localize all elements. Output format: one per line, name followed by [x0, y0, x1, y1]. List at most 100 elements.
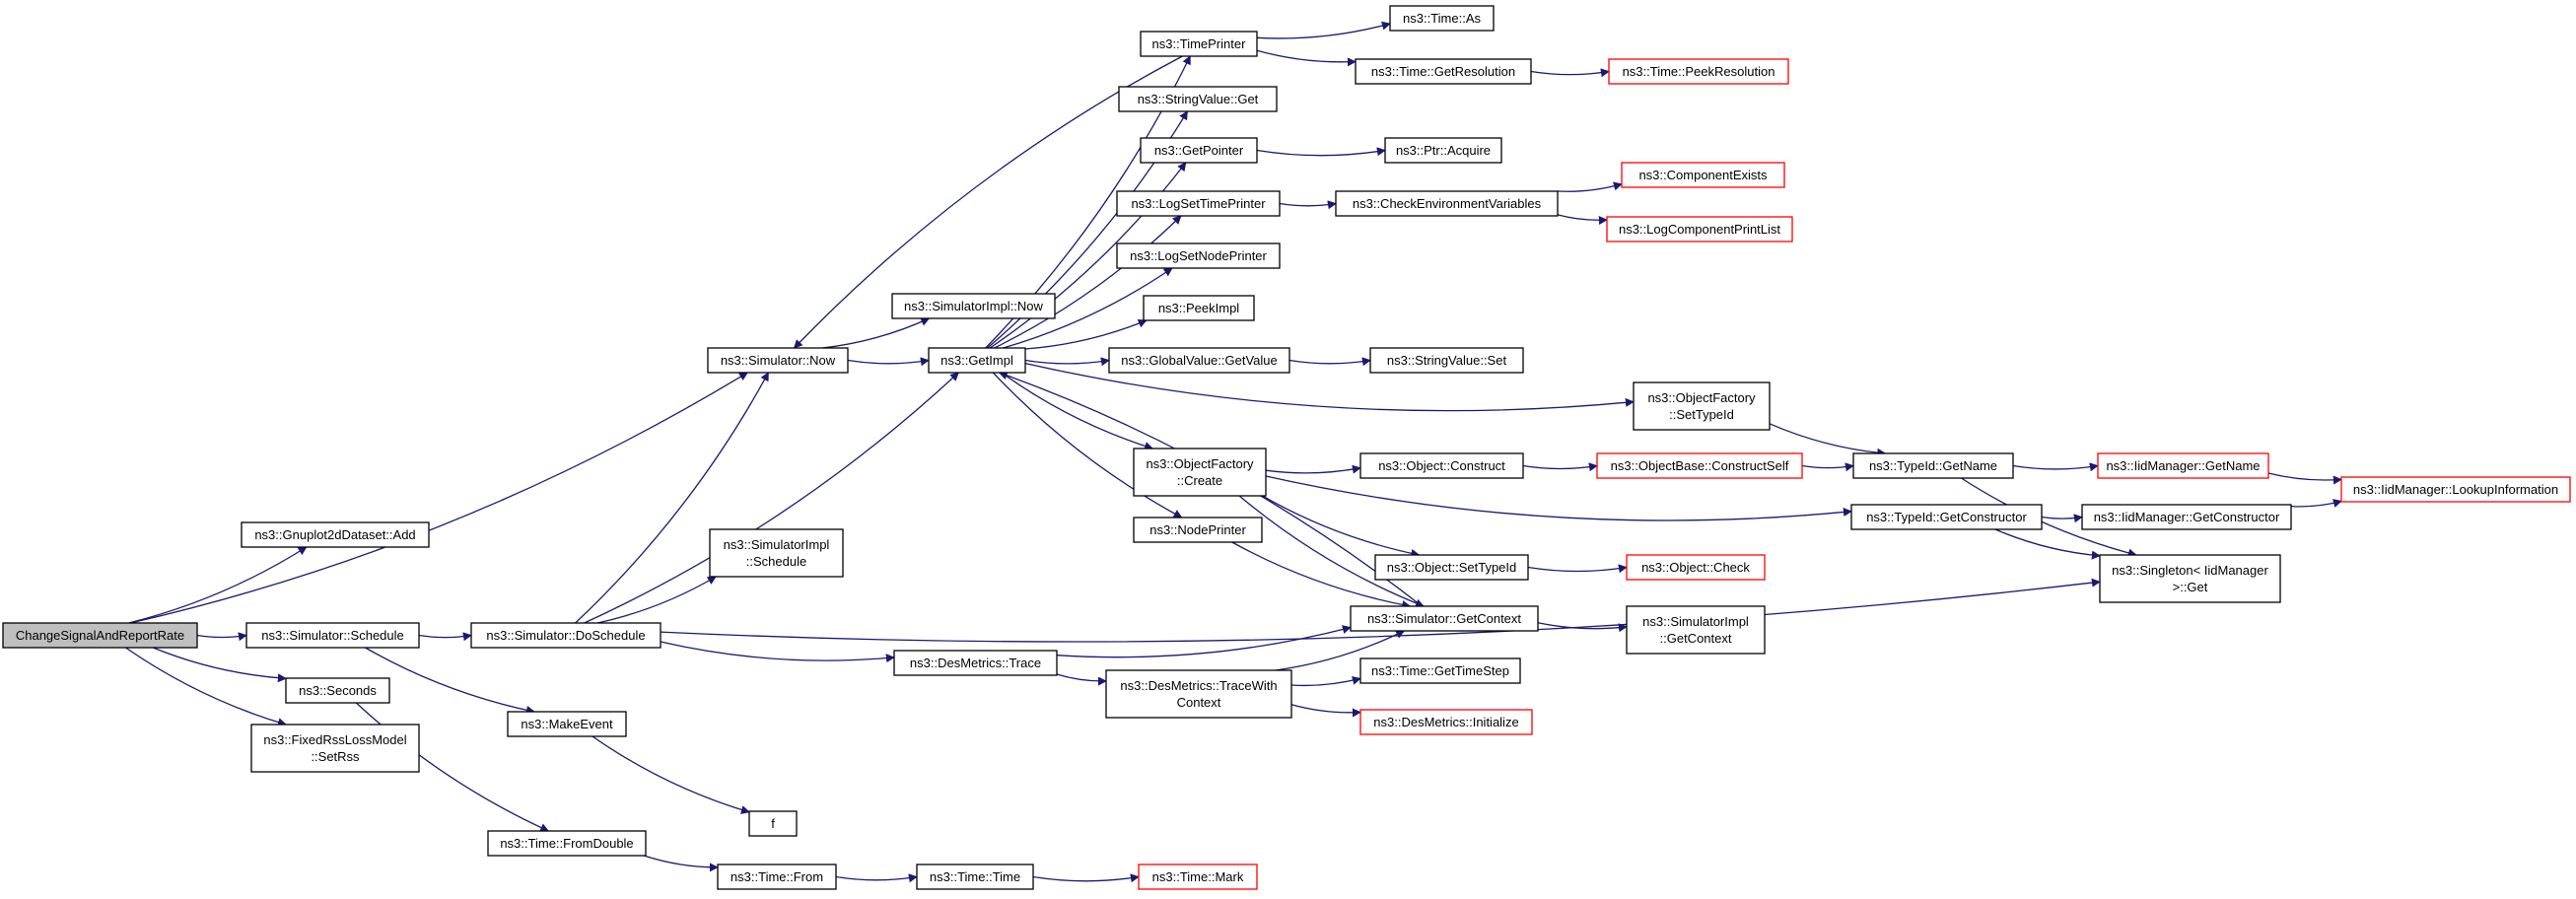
- node-ptr_acquire[interactable]: ns3::Ptr::Acquire: [1384, 137, 1502, 164]
- edge-globalvalue_getvalue-to-stringvalue_set: [1288, 357, 1371, 367]
- node-timeprinter[interactable]: ns3::TimePrinter: [1140, 31, 1258, 57]
- node-objectbase_constructself[interactable]: ns3::ObjectBase::ConstructSelf: [1596, 452, 1803, 479]
- node-label: ns3::ObjectFactory: [1146, 456, 1254, 471]
- node-time_from[interactable]: ns3::Time::From: [717, 864, 837, 890]
- node-checkenvvars[interactable]: ns3::CheckEnvironmentVariables: [1335, 190, 1559, 217]
- node-seconds[interactable]: ns3::Seconds: [285, 677, 390, 704]
- node-label: ns3::ObjectFactory: [1647, 390, 1756, 405]
- node-iidmanager_getname[interactable]: ns3::IidManager::GetName: [2097, 452, 2269, 479]
- edge-sim_doschedule-to-sim_now: [575, 372, 769, 624]
- node-componentexists[interactable]: ns3::ComponentExists: [1621, 162, 1785, 188]
- node-root[interactable]: ChangeSignalAndReportRate: [2, 622, 198, 649]
- edge-sim_now-to-getimpl: [847, 357, 930, 367]
- node-label: ns3::Object::Check: [1641, 560, 1750, 575]
- node-label: ns3::GlobalValue::GetValue: [1121, 353, 1278, 368]
- node-globalvalue_getvalue[interactable]: ns3::GlobalValue::GetValue: [1108, 347, 1290, 374]
- node-time_getresolution[interactable]: ns3::Time::GetResolution: [1355, 58, 1532, 85]
- edge-getimpl-to-nodeprinter: [992, 372, 1183, 519]
- node-objectfactory_settypeid[interactable]: ns3::ObjectFactory::SetTypeId: [1633, 381, 1771, 431]
- node-label: ns3::FixedRssLossModel: [263, 732, 406, 747]
- node-sim_doschedule[interactable]: ns3::Simulator::DoSchedule: [470, 622, 661, 649]
- edge-getimpl-to-logsettimeprinter: [994, 215, 1182, 349]
- node-box: [1118, 86, 1278, 112]
- edge-root-to-sim_schedule: [196, 632, 247, 642]
- node-sim_schedule[interactable]: ns3::Simulator::Schedule: [245, 622, 420, 649]
- node-singleton_get[interactable]: ns3::Singleton< IidManager >::Get: [2099, 554, 2281, 603]
- node-time_as[interactable]: ns3::Time::As: [1389, 5, 1495, 32]
- edge-root-to-seconds: [153, 647, 287, 683]
- node-objectfactory_create[interactable]: ns3::ObjectFactory::Create: [1133, 448, 1267, 497]
- node-desmetrics_trace[interactable]: ns3::DesMetrics::Trace: [893, 650, 1058, 676]
- node-label: ns3::Time::PeekResolution: [1623, 64, 1775, 79]
- node-time_gettimestep[interactable]: ns3::Time::GetTimeStep: [1359, 657, 1521, 684]
- node-box: [507, 711, 627, 737]
- node-fixedrss_setrss[interactable]: ns3::FixedRssLossModel::SetRss: [250, 724, 420, 773]
- edge-desmetrics_trace-to-desmetrics_tracewithcontext: [1056, 673, 1107, 686]
- node-simimpl_now[interactable]: ns3::SimulatorImpl::Now: [891, 293, 1056, 319]
- node-box: [748, 810, 798, 837]
- node-simimpl_getcontext[interactable]: ns3::SimulatorImpl::GetContext: [1626, 605, 1766, 655]
- edge-time_getresolution-to-time_peekresolution: [1530, 68, 1610, 78]
- edge-objectfactory_settypeid-to-typeid_getname: [1769, 423, 1887, 457]
- node-stringvalue_get[interactable]: ns3::StringValue::Get: [1118, 86, 1278, 112]
- node-object_construct[interactable]: ns3::Object::Construct: [1359, 452, 1524, 479]
- node-label: ns3::Simulator::Schedule: [261, 628, 404, 643]
- node-nodeprinter[interactable]: ns3::NodePrinter: [1133, 517, 1263, 543]
- node-time_time[interactable]: ns3::Time::Time: [916, 864, 1034, 890]
- node-getpointer[interactable]: ns3::GetPointer: [1140, 137, 1258, 164]
- node-simimpl_schedule[interactable]: ns3::SimulatorImpl::Schedule: [709, 528, 844, 578]
- node-label: ns3::NodePrinter: [1149, 522, 1246, 537]
- node-typeid_getconstructor[interactable]: ns3::TypeId::GetConstructor: [1850, 504, 2043, 530]
- node-label: ns3::Time::From: [731, 869, 823, 884]
- node-iidmanager_getconstructor[interactable]: ns3::IidManager::GetConstructor: [2081, 504, 2292, 530]
- node-logsetnodeprinter[interactable]: ns3::LogSetNodePrinter: [1116, 242, 1281, 269]
- node-object_check[interactable]: ns3::Object::Check: [1626, 554, 1766, 581]
- node-box: [1389, 5, 1495, 32]
- node-time_peekresolution[interactable]: ns3::Time::PeekResolution: [1608, 58, 1789, 85]
- node-box: [1359, 709, 1533, 735]
- node-label: ns3::Time::GetTimeStep: [1371, 663, 1509, 678]
- node-peekimpl[interactable]: ns3::PeekImpl: [1143, 295, 1255, 321]
- node-box: [1621, 162, 1785, 188]
- edge-sim_schedule-to-makeevent: [365, 647, 535, 715]
- edge-objectfactory_create-to-sim_getcontext: [1238, 495, 1425, 608]
- edge-typeid_getconstructor-to-iidmanager_getconstructor: [2041, 514, 2083, 523]
- node-sim_now[interactable]: ns3::Simulator::Now: [707, 347, 849, 374]
- node-getimpl[interactable]: ns3::GetImpl: [928, 347, 1026, 374]
- node-box: [1133, 517, 1263, 543]
- node-box: [709, 528, 844, 578]
- node-logsettimeprinter[interactable]: ns3::LogSetTimePrinter: [1116, 190, 1281, 217]
- node-label: ns3::GetPointer: [1154, 143, 1244, 158]
- node-box: [1133, 448, 1267, 497]
- node-time_fromdouble[interactable]: ns3::Time::FromDouble: [487, 830, 647, 857]
- node-gnuplot_add[interactable]: ns3::Gnuplot2dDataset::Add: [241, 521, 430, 548]
- node-label: ::GetContext: [1660, 631, 1732, 646]
- node-box: [707, 347, 849, 374]
- edge-sim_doschedule-to-getimpl: [584, 372, 959, 624]
- node-box: [2081, 504, 2292, 530]
- node-label: ns3::Ptr::Acquire: [1396, 143, 1491, 158]
- node-logcomponentprintlist[interactable]: ns3::LogComponentPrintList: [1606, 216, 1793, 242]
- edge-makeevent-to-f: [592, 735, 750, 814]
- node-typeid_getname[interactable]: ns3::TypeId::GetName: [1852, 452, 2014, 479]
- node-f[interactable]: f: [748, 810, 798, 837]
- edge-object_construct-to-objectbase_constructself: [1522, 462, 1598, 472]
- node-object_settypeid[interactable]: ns3::Object::SetTypeId: [1374, 554, 1529, 581]
- edge-timeprinter-to-time_getresolution: [1256, 49, 1357, 67]
- edge-desmetrics_trace-to-sim_getcontext: [1056, 625, 1352, 658]
- edge-sim_doschedule-to-simimpl_schedule: [596, 576, 717, 624]
- node-iidmanager_lookupinformation[interactable]: ns3::IidManager::LookupInformation: [2340, 476, 2571, 503]
- node-time_mark[interactable]: ns3::Time::Mark: [1138, 864, 1258, 890]
- node-box: [891, 293, 1056, 319]
- node-sim_getcontext[interactable]: ns3::Simulator::GetContext: [1350, 605, 1539, 632]
- node-stringvalue_set[interactable]: ns3::StringValue::Set: [1369, 347, 1524, 374]
- node-desmetrics_initialize[interactable]: ns3::DesMetrics::Initialize: [1359, 709, 1533, 735]
- node-box: [1633, 381, 1771, 431]
- edge-getimpl-to-objectfactory_settypeid: [1024, 362, 1635, 412]
- node-makeevent[interactable]: ns3::MakeEvent: [507, 711, 627, 737]
- node-box: [1116, 242, 1281, 269]
- node-label: ns3::IidManager::LookupInformation: [2353, 482, 2558, 497]
- node-label: ns3::LogSetNodePrinter: [1130, 248, 1267, 263]
- edge-objectfactory_create-to-object_construct: [1265, 464, 1361, 474]
